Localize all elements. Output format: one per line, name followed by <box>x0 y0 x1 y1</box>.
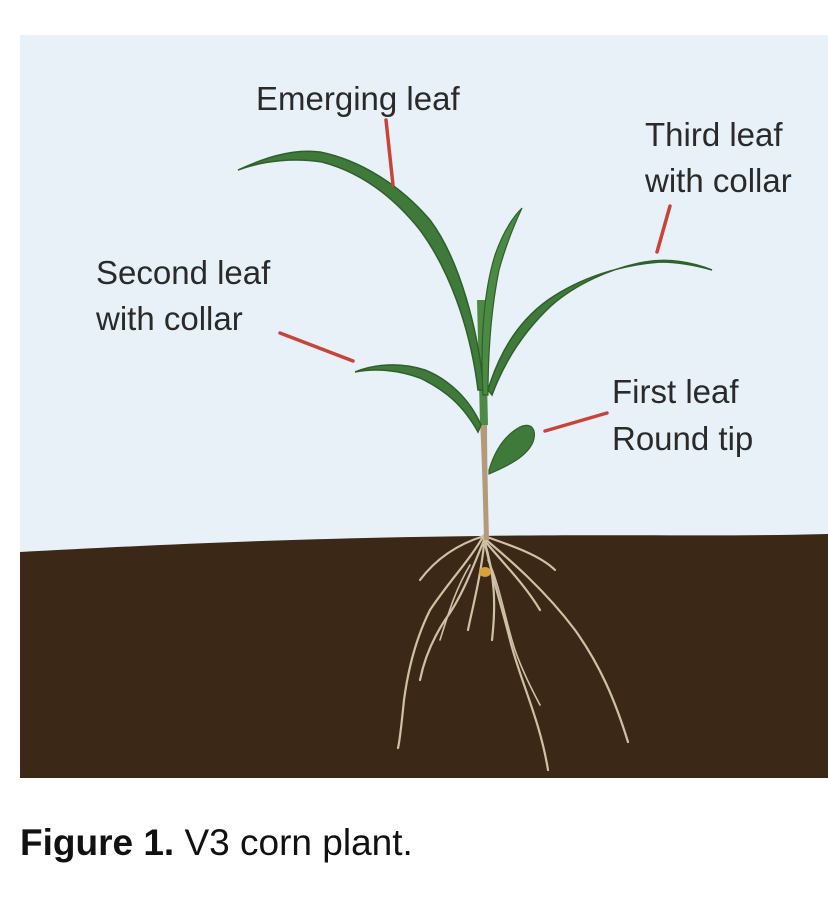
central-leaf-shape <box>481 207 523 396</box>
corn-plant-diagram: Emerging leaf Third leaf with collar Sec… <box>20 35 828 778</box>
caption-text: V3 corn plant. <box>174 822 413 863</box>
leader-lines <box>278 118 672 433</box>
seed <box>479 567 491 577</box>
leader-line-second <box>278 331 355 363</box>
leader-line-first <box>543 411 609 433</box>
label-second-leaf-line1: Second leaf <box>96 254 271 291</box>
leader-line-emerging <box>384 118 395 187</box>
figure-caption: Figure 1. V3 corn plant. <box>20 822 413 864</box>
third-leaf-shape <box>487 259 713 397</box>
label-first-leaf-line2: Round tip <box>612 420 753 457</box>
leader-line-third <box>655 204 672 254</box>
label-second-leaf-line2: with collar <box>95 300 243 337</box>
second-leaf-shape <box>354 364 482 434</box>
first-leaf-shape <box>488 424 535 475</box>
label-first-leaf-line1: First leaf <box>612 373 739 410</box>
label-emerging-leaf: Emerging leaf <box>256 80 460 117</box>
emerging-leaf-shape <box>237 150 485 391</box>
label-third-leaf-line1: Third leaf <box>645 116 783 153</box>
roots <box>396 533 630 772</box>
caption-prefix: Figure 1. <box>20 822 175 863</box>
label-third-leaf-line2: with collar <box>644 162 792 199</box>
stem <box>480 420 489 540</box>
soil <box>20 534 828 778</box>
sky-background <box>20 35 828 555</box>
